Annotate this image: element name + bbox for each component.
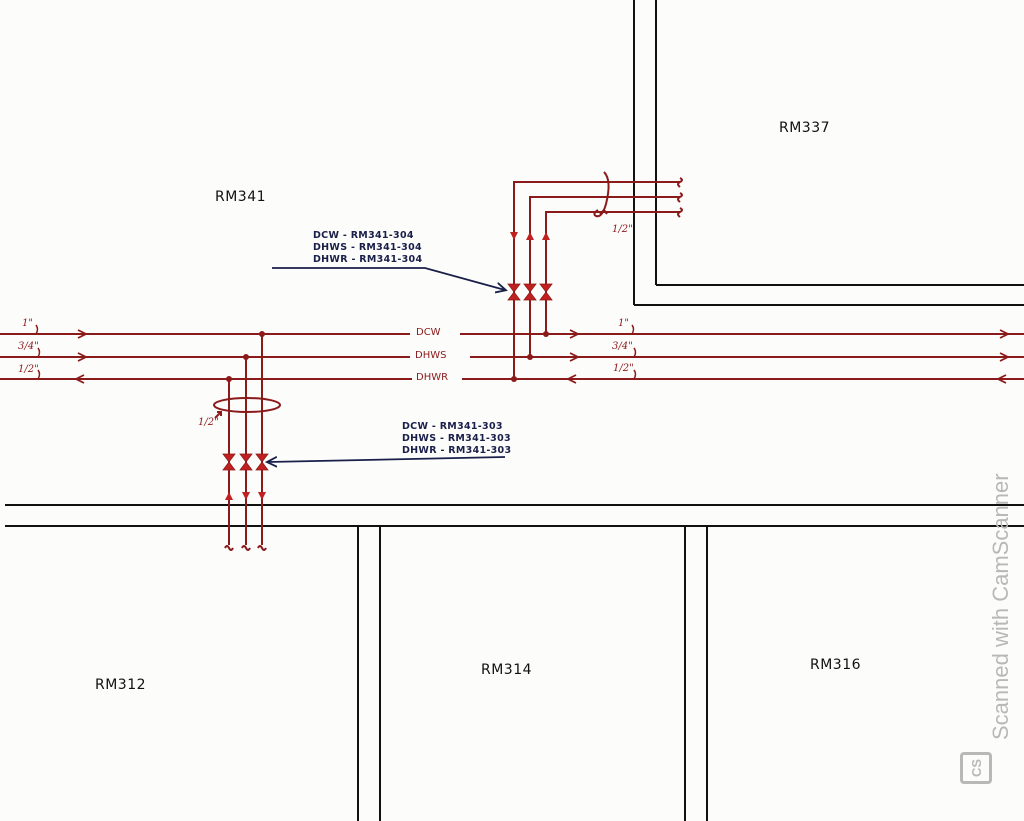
size-label-dcw-west: 1" bbox=[22, 318, 33, 329]
note-lower-branch: DCW - RM341-303 DHWS - RM341-303 DHWR - … bbox=[402, 421, 511, 457]
lower-branch bbox=[213, 334, 281, 551]
valve-icon bbox=[222, 453, 236, 471]
size-marks bbox=[35, 324, 637, 380]
pipe-label-dhws: DHWS bbox=[413, 350, 449, 361]
valve-icon bbox=[523, 283, 537, 301]
camscanner-watermark: Scanned with CamScanner CS bbox=[958, 390, 1013, 790]
note-lower-line-2: DHWS - RM341-303 bbox=[402, 433, 511, 444]
valve-icon bbox=[255, 453, 269, 471]
camscanner-logo-icon: CS bbox=[960, 752, 992, 784]
watermark-text: Scanned with CamScanner bbox=[988, 473, 1013, 740]
size-label-dhws-east: 3/4" bbox=[612, 341, 633, 352]
note-upper-line-2: DHWS - RM341-304 bbox=[313, 242, 422, 253]
note-upper-line-1: DCW - RM341-304 bbox=[313, 230, 414, 241]
flow-arrows bbox=[73, 329, 1011, 384]
valve-icon bbox=[507, 283, 521, 301]
upper-flow-arrows bbox=[510, 232, 550, 240]
size-label-upper-branch: 1/2" bbox=[612, 224, 633, 235]
size-label-lower-branch: 1/2" bbox=[198, 417, 219, 428]
size-label-dhws-west: 3/4" bbox=[18, 341, 39, 352]
note-upper-branch: DCW - RM341-304 DHWS - RM341-304 DHWR - … bbox=[313, 230, 422, 266]
pipe-label-dcw: DCW bbox=[414, 327, 443, 338]
valve-icon bbox=[539, 283, 553, 301]
pipe-label-dhwr: DHWR bbox=[414, 372, 451, 383]
leaders bbox=[268, 267, 506, 462]
lower-flow-arrows bbox=[225, 492, 266, 500]
lower-junction-dots bbox=[226, 331, 265, 382]
size-label-dhwr-east: 1/2" bbox=[613, 363, 634, 374]
upper-junction-dots bbox=[511, 331, 549, 382]
valve-icon bbox=[239, 453, 253, 471]
size-label-dcw-east: 1" bbox=[618, 318, 629, 329]
size-label-dhwr-west: 1/2" bbox=[18, 364, 39, 375]
room-label-rm337: RM337 bbox=[779, 120, 831, 136]
room-label-rm341: RM341 bbox=[215, 189, 267, 205]
leader-lower-note bbox=[268, 457, 506, 462]
room-label-rm314: RM314 bbox=[481, 662, 533, 678]
upper-valves bbox=[507, 283, 553, 301]
room-label-rm312: RM312 bbox=[95, 677, 147, 693]
upper-dhws-branch bbox=[529, 196, 680, 357]
watermark-logo-text: CS bbox=[968, 758, 984, 778]
note-lower-line-1: DCW - RM341-303 bbox=[402, 421, 503, 432]
upper-dhwr-branch bbox=[513, 181, 680, 379]
room-label-rm316: RM316 bbox=[810, 657, 862, 673]
main-pipes bbox=[0, 333, 1024, 380]
walls bbox=[5, 0, 1024, 821]
lower-size-loop bbox=[213, 397, 281, 413]
leader-upper-note bbox=[272, 267, 505, 290]
upper-size-loop bbox=[593, 171, 610, 218]
note-lower-line-3: DHWR - RM341-303 bbox=[402, 445, 512, 456]
note-upper-line-3: DHWR - RM341-304 bbox=[313, 254, 423, 265]
